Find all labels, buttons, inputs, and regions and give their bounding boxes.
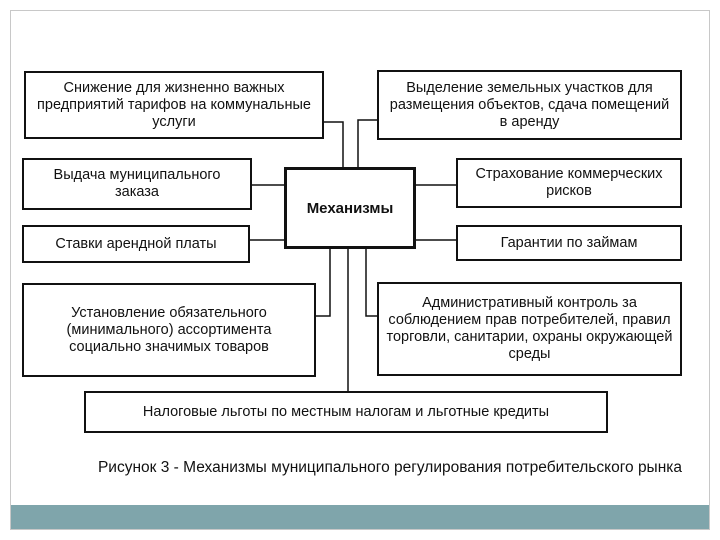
box-land-label: Выделение земельных участков для размеще… — [389, 79, 670, 130]
connector-land — [357, 119, 378, 168]
box-assortment: Установление обязательного (минимального… — [22, 283, 316, 377]
box-admin-control: Административный контроль за соблюдением… — [377, 282, 682, 376]
box-tariffs: Снижение для жизненно важных предприятий… — [24, 71, 324, 139]
box-loan-guarantees: Гарантии по займам — [456, 225, 682, 261]
box-assortment-label: Установление обязательного (минимального… — [66, 304, 272, 355]
connector-assortment — [314, 247, 331, 317]
connector-tariffs — [323, 121, 344, 168]
box-rent-rates: Ставки арендной платы — [22, 225, 250, 263]
connector-admin-control — [365, 247, 378, 317]
slide-bottom-bar — [11, 505, 709, 529]
box-insurance: Страхование коммерческих рисков — [456, 158, 682, 208]
figure-caption: Рисунок 3 - Механизмы муниципального рег… — [97, 459, 683, 476]
box-land: Выделение земельных участков для размеще… — [377, 70, 682, 140]
box-municipal-order-label: Выдача муниципального заказа — [53, 167, 221, 200]
box-admin-control-label: Административный контроль за соблюдением… — [386, 295, 673, 362]
box-municipal-order: Выдача муниципального заказа — [22, 158, 252, 210]
box-mechanisms-label: Механизмы — [306, 199, 394, 217]
box-tax-benefits-label: Налоговые льготы по местным налогам и ль… — [142, 403, 550, 420]
box-loan-guarantees-label: Гарантии по займам — [500, 234, 638, 251]
box-rent-rates-label: Ставки арендной платы — [55, 235, 217, 252]
box-tariffs-label: Снижение для жизненно важных предприятий… — [37, 79, 311, 130]
box-tax-benefits: Налоговые льготы по местным налогам и ль… — [84, 391, 608, 433]
box-mechanisms: Механизмы — [284, 167, 416, 249]
box-insurance-label: Страхование коммерческих рисков — [475, 166, 663, 199]
